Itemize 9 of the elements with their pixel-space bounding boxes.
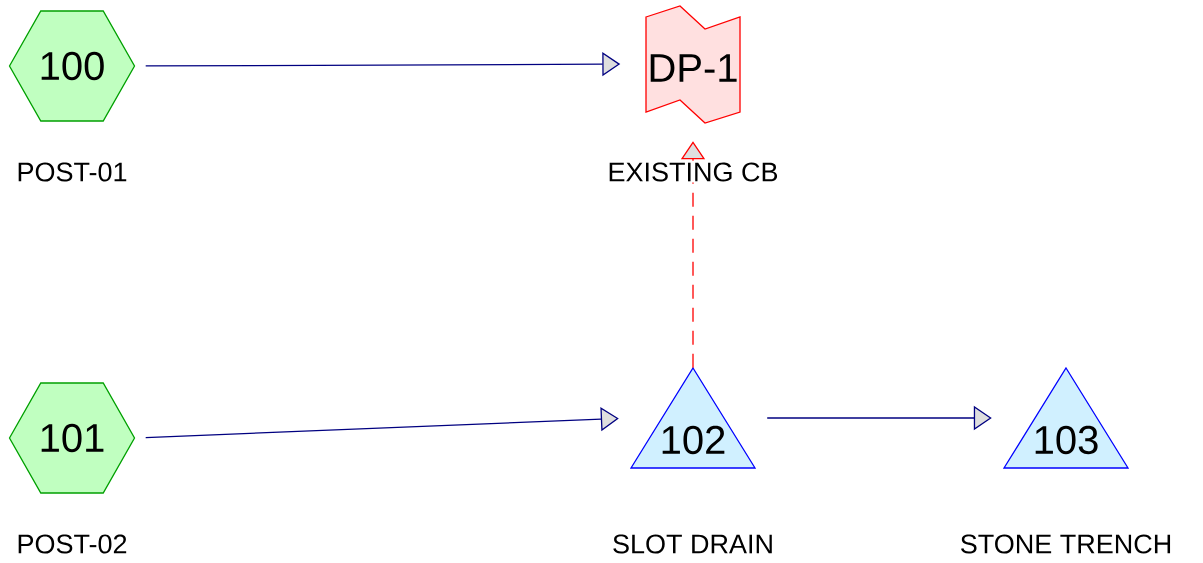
- node-label: POST-01: [15, 161, 129, 183]
- node-label: POST-02: [15, 533, 129, 555]
- node-label: EXISTING CB: [606, 161, 780, 183]
- pond: DP-1: [645, 5, 741, 124]
- hexagon: 101: [8, 382, 136, 494]
- arrow: [145, 407, 619, 439]
- node-label: STONE TRENCH: [958, 533, 1174, 555]
- node-label: SLOT DRAIN: [611, 533, 775, 555]
- hexagon: 100: [8, 10, 136, 122]
